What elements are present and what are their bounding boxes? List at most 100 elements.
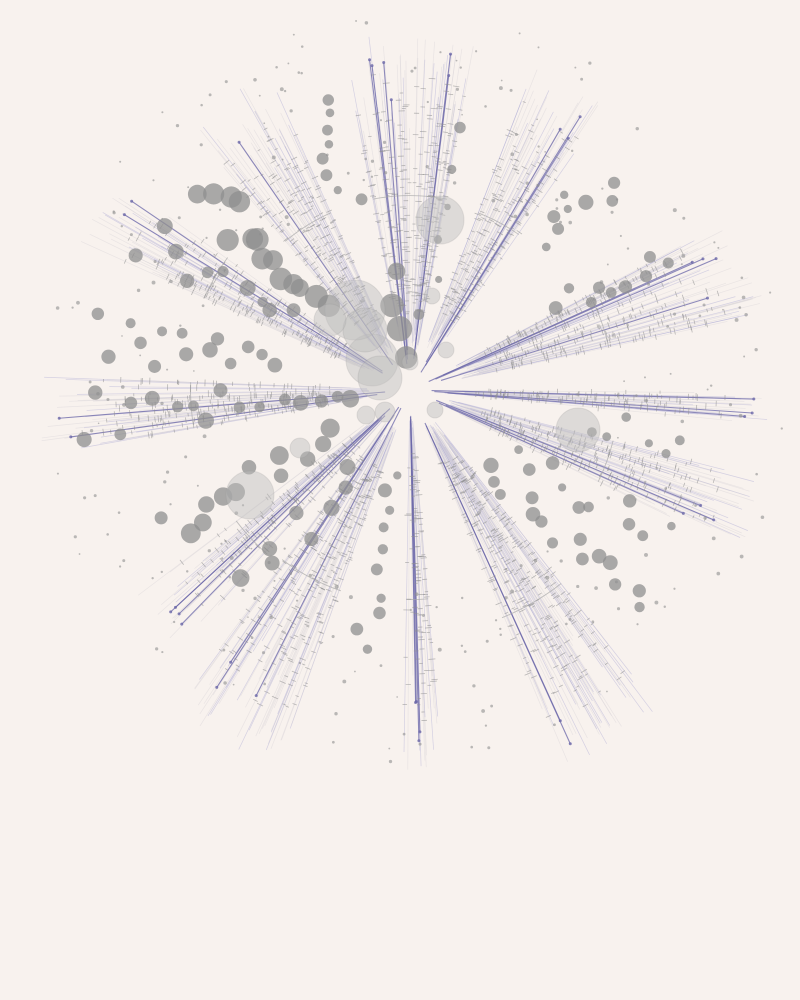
edge-tick [151, 430, 154, 438]
fringe-dot [553, 723, 556, 727]
fringe-dot [253, 596, 257, 600]
edge-endpoint [414, 700, 418, 704]
fringe-dot [93, 494, 97, 498]
edge-tick [306, 226, 310, 229]
edge-tick [492, 208, 498, 212]
edge-tick [598, 472, 602, 478]
edge-tick [547, 344, 550, 349]
edge-tick [563, 348, 566, 354]
edge-tick [315, 186, 322, 191]
edge-tick [593, 449, 597, 457]
edge-tick [328, 258, 334, 263]
edge-tick [578, 454, 581, 458]
hub-node [289, 437, 311, 459]
edge-tick [304, 333, 308, 341]
edge-tick [371, 488, 376, 491]
edge-tick [329, 345, 333, 351]
edge-tick [645, 493, 649, 499]
edge-endpoint [558, 127, 562, 131]
node [607, 176, 621, 189]
edge-tick [318, 642, 323, 645]
fringe-dot [362, 178, 365, 182]
edge-tick [425, 605, 432, 607]
edge-tick [568, 654, 573, 658]
edge-tick [265, 288, 270, 294]
edge-tick [480, 491, 486, 496]
edge-tick [578, 441, 581, 448]
edge-tick [477, 277, 483, 282]
edge-tick [672, 500, 676, 506]
edge-tick [262, 316, 266, 322]
fringe-dot [500, 79, 503, 82]
edge-tick [634, 314, 637, 319]
edge-tick [272, 586, 278, 591]
edge-tick [460, 303, 466, 308]
edge-tick [471, 500, 476, 504]
edge-tick [507, 516, 513, 521]
node [316, 152, 329, 165]
edge-endpoint [229, 660, 233, 664]
edge-tick [310, 261, 316, 266]
edge-tick [551, 592, 556, 597]
edge-tick [605, 330, 608, 337]
edge-tick [326, 575, 332, 579]
edge-tick [196, 412, 199, 420]
edge-tick [298, 616, 304, 619]
edge-tick [569, 615, 573, 618]
edge-tick [487, 491, 494, 496]
edge-tick [330, 351, 334, 358]
edge-tick [492, 196, 499, 201]
edge-tick [464, 268, 469, 271]
edge-tick [504, 611, 509, 615]
edge-tick [657, 495, 660, 499]
edge-tick [460, 267, 466, 271]
edge-tick [652, 327, 655, 332]
edge-tick [343, 524, 348, 527]
edge-tick [422, 300, 429, 302]
edge-tick [551, 350, 554, 355]
fringe-dot [259, 215, 263, 219]
edge-tick [442, 312, 448, 316]
edge-tick [293, 133, 299, 137]
fringe-dot [97, 422, 100, 425]
edge-tick [446, 174, 450, 176]
edge [433, 431, 601, 724]
edge [355, 110, 398, 324]
edge-tick [497, 532, 503, 537]
edge-tick [622, 316, 626, 322]
edge-tick [271, 521, 275, 525]
edge-tick [372, 196, 377, 198]
node [241, 340, 255, 354]
edge-tick [519, 577, 525, 582]
edge-tick [628, 314, 631, 320]
edge-tick [299, 335, 302, 339]
edge-tick [540, 340, 543, 345]
edge-tick [337, 521, 342, 525]
edge-tick [479, 532, 484, 535]
edge-tick [452, 482, 459, 486]
edge-tick [297, 198, 303, 203]
edge-tick [179, 559, 185, 566]
fringe-dot [599, 280, 604, 284]
edge-tick [634, 276, 638, 281]
edge-tick [498, 546, 503, 550]
edge-tick [230, 162, 236, 167]
edge-tick [512, 536, 516, 540]
edge [455, 248, 679, 367]
edge-tick [512, 359, 515, 365]
edge-tick [269, 288, 272, 292]
edge-tick [476, 501, 482, 505]
edge-tick [294, 484, 300, 490]
fringe-dot [267, 560, 271, 565]
edge-tick [599, 324, 602, 329]
edge [399, 54, 409, 325]
edge-tick [353, 292, 359, 296]
fringe-dot [514, 133, 518, 137]
edge-tick [443, 90, 450, 93]
edge-tick [318, 592, 322, 595]
edge-tick [300, 212, 306, 216]
edge-tick [490, 539, 496, 543]
edge-tick [442, 131, 448, 133]
edge-tick [602, 295, 607, 302]
fringe-dot [379, 664, 383, 668]
